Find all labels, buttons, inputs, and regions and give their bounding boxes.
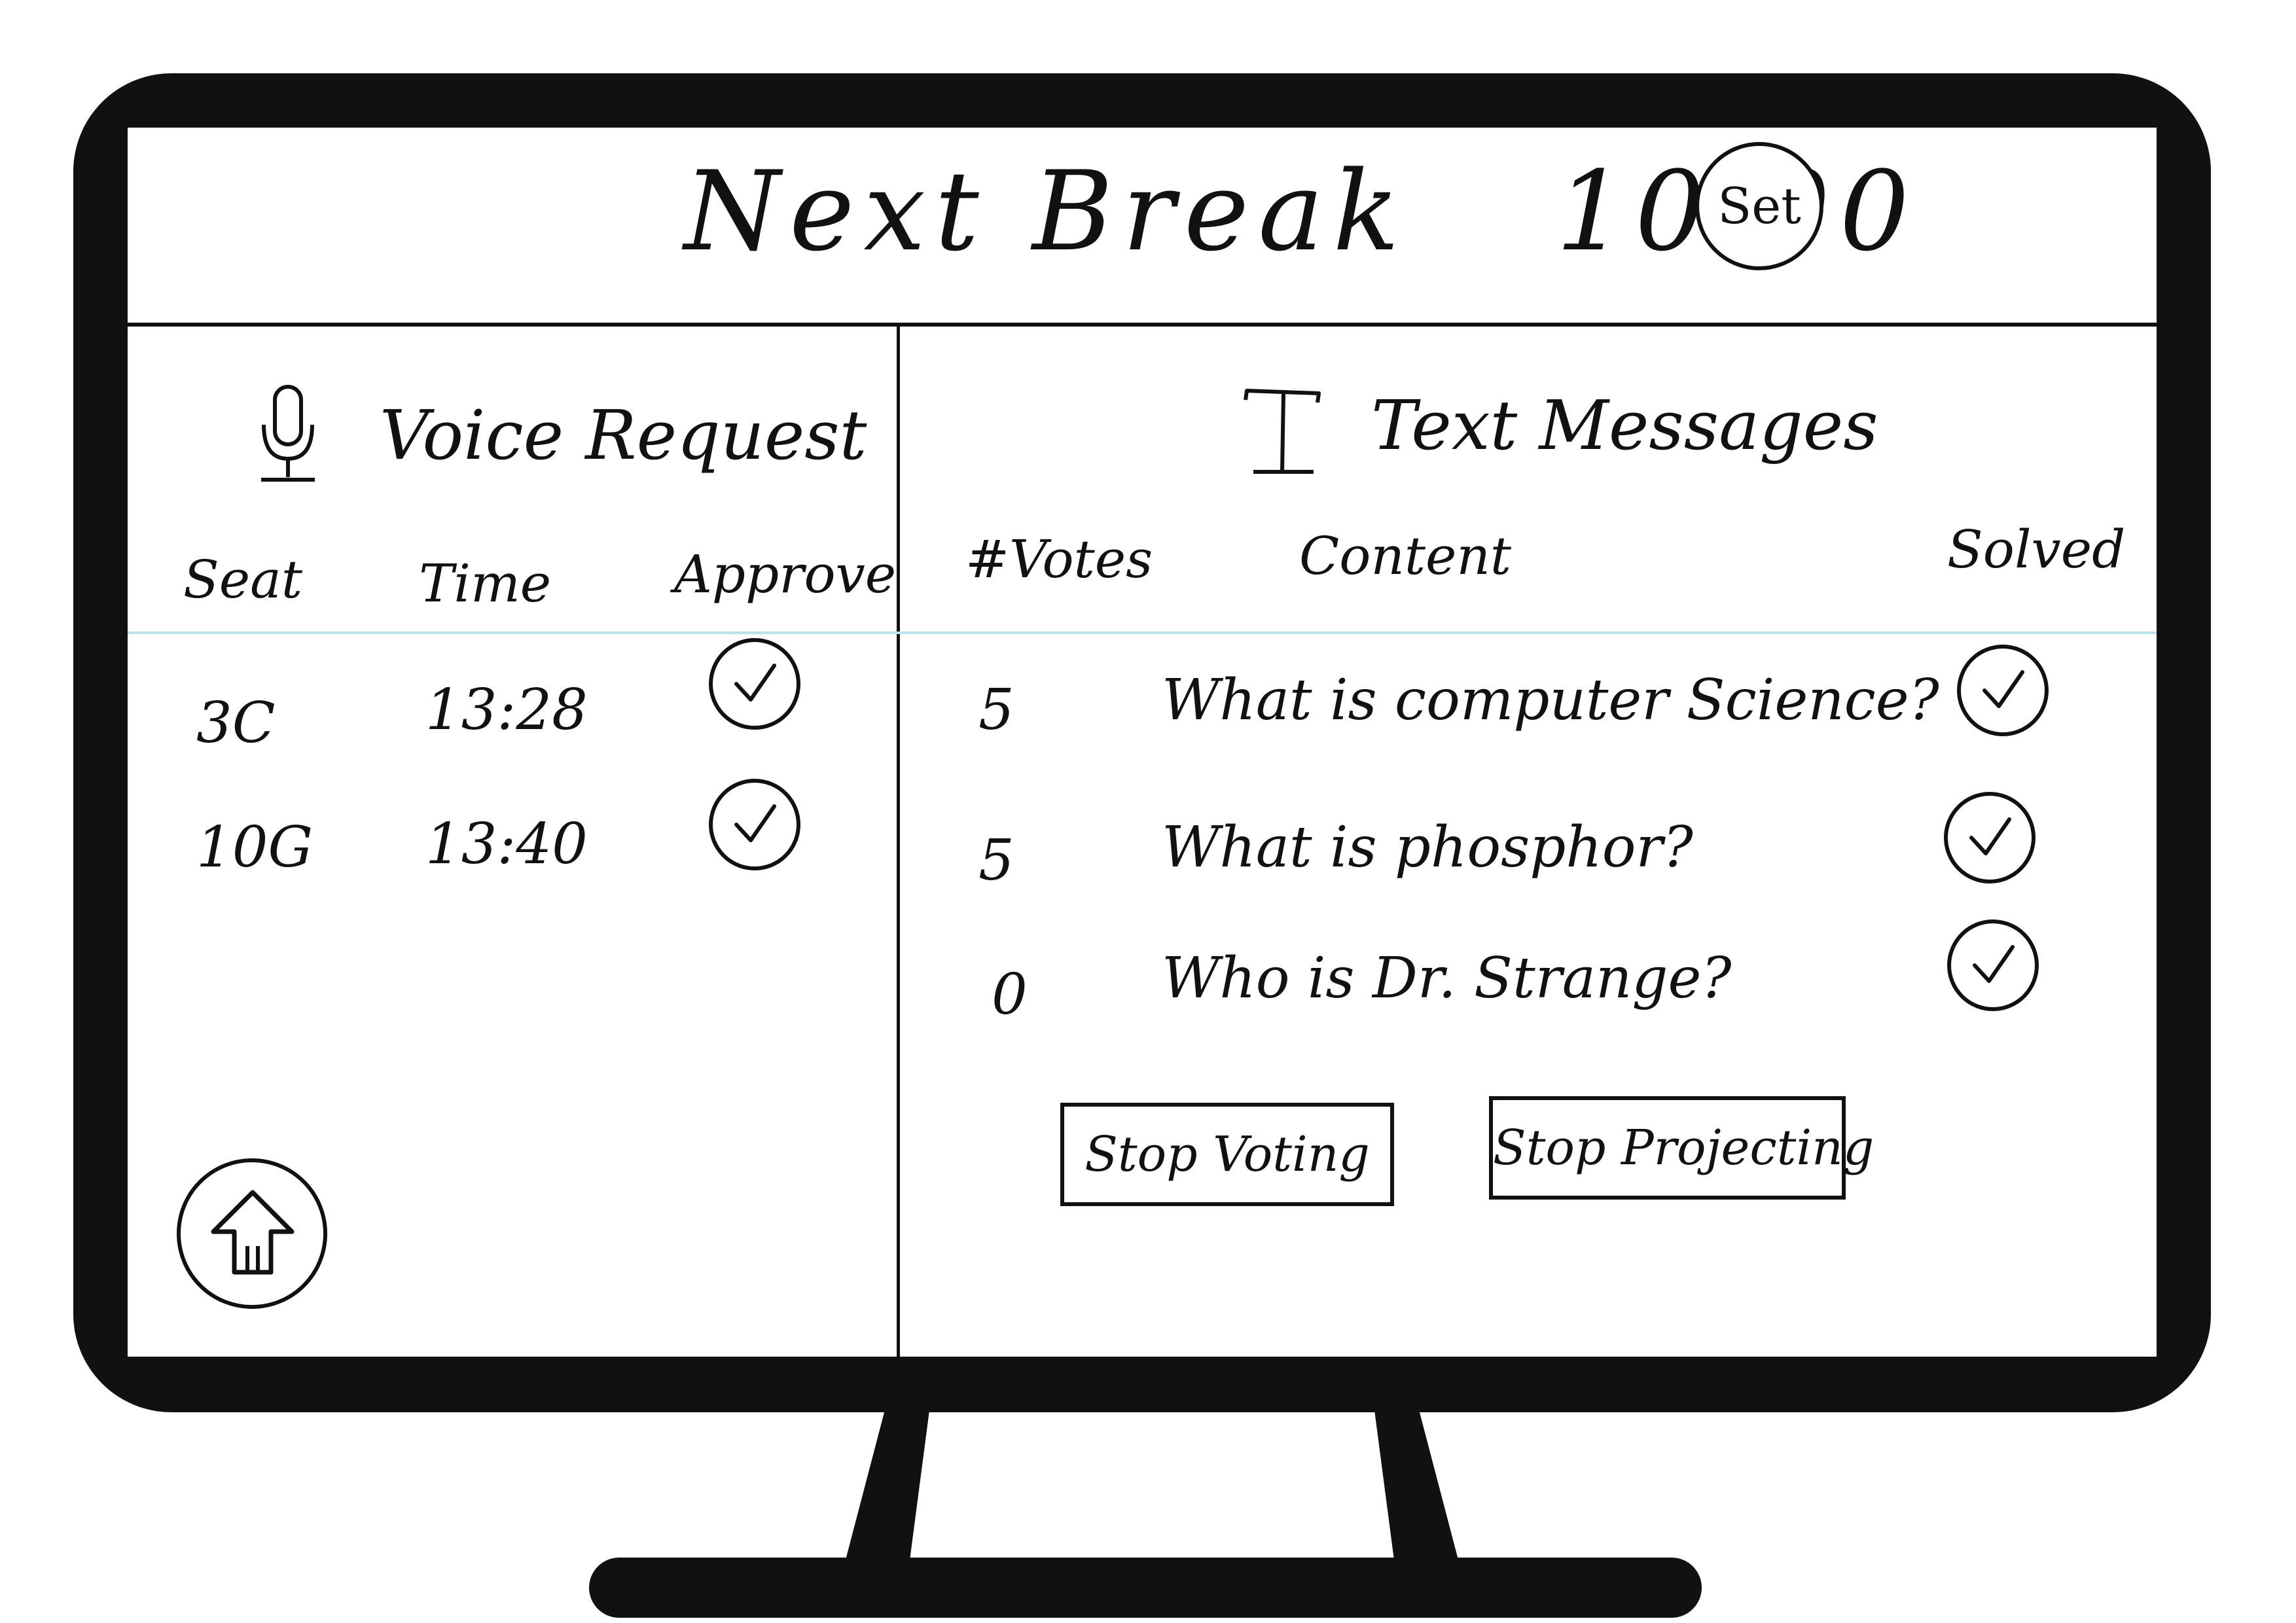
column-header-solved: Solved bbox=[1947, 519, 2126, 580]
checkmark-icon bbox=[734, 664, 776, 702]
column-header-content: Content bbox=[1299, 526, 1512, 586]
stop-projecting-button[interactable]: Stop Projecting bbox=[1489, 1096, 1874, 1200]
text-cursor-icon bbox=[1244, 389, 1321, 474]
voice-row-seat: 10G bbox=[196, 815, 314, 880]
message-votes: 5 bbox=[978, 677, 1014, 743]
message-content: What is phosphor? bbox=[1162, 815, 1693, 880]
voice-request-title: Voice Request bbox=[380, 395, 867, 475]
screen: Next Break 10:00 Set Voice Request Seat … bbox=[128, 128, 2157, 1357]
panel-divider bbox=[897, 327, 900, 1357]
next-break-label: Next Break 10:00 bbox=[684, 146, 1909, 277]
column-header-time: Time bbox=[419, 553, 552, 614]
checkmark-icon bbox=[1969, 817, 2011, 855]
approve-button[interactable] bbox=[709, 638, 800, 730]
solved-button[interactable] bbox=[1957, 645, 2049, 736]
table-header-rule bbox=[128, 632, 2157, 634]
message-content: Who is Dr. Strange? bbox=[1162, 946, 1732, 1011]
message-votes: 5 bbox=[978, 828, 1014, 893]
column-header-seat: Seat bbox=[183, 549, 302, 610]
message-content: What is computer Science? bbox=[1162, 668, 1939, 733]
checkmark-icon bbox=[1973, 945, 2015, 983]
monitor-stand-base bbox=[589, 1558, 1702, 1618]
text-messages-title: Text Messages bbox=[1371, 385, 1878, 465]
approve-button[interactable] bbox=[709, 779, 800, 870]
solved-button[interactable] bbox=[1944, 792, 2036, 883]
voice-row-time: 13:28 bbox=[425, 677, 588, 743]
next-break-title: Next Break bbox=[684, 147, 1409, 276]
header-bar: Next Break 10:00 Set bbox=[128, 128, 2157, 327]
voice-row-seat: 3C bbox=[196, 690, 276, 756]
home-arrow-icon bbox=[211, 1190, 295, 1275]
column-header-votes: #Votes bbox=[965, 529, 1153, 590]
message-votes: 0 bbox=[992, 962, 1028, 1027]
home-button[interactable] bbox=[177, 1158, 327, 1309]
voice-row-time: 13:40 bbox=[425, 812, 588, 877]
set-button[interactable]: Set bbox=[1695, 142, 1823, 270]
column-header-approve: Approve bbox=[674, 544, 897, 605]
monitor-stand-gap bbox=[910, 1412, 1394, 1560]
solved-button[interactable] bbox=[1947, 919, 2039, 1011]
stop-voting-button[interactable]: Stop Voting bbox=[1060, 1103, 1394, 1206]
checkmark-icon bbox=[1982, 670, 2024, 708]
checkmark-icon bbox=[734, 804, 776, 842]
microphone-icon bbox=[261, 385, 315, 482]
